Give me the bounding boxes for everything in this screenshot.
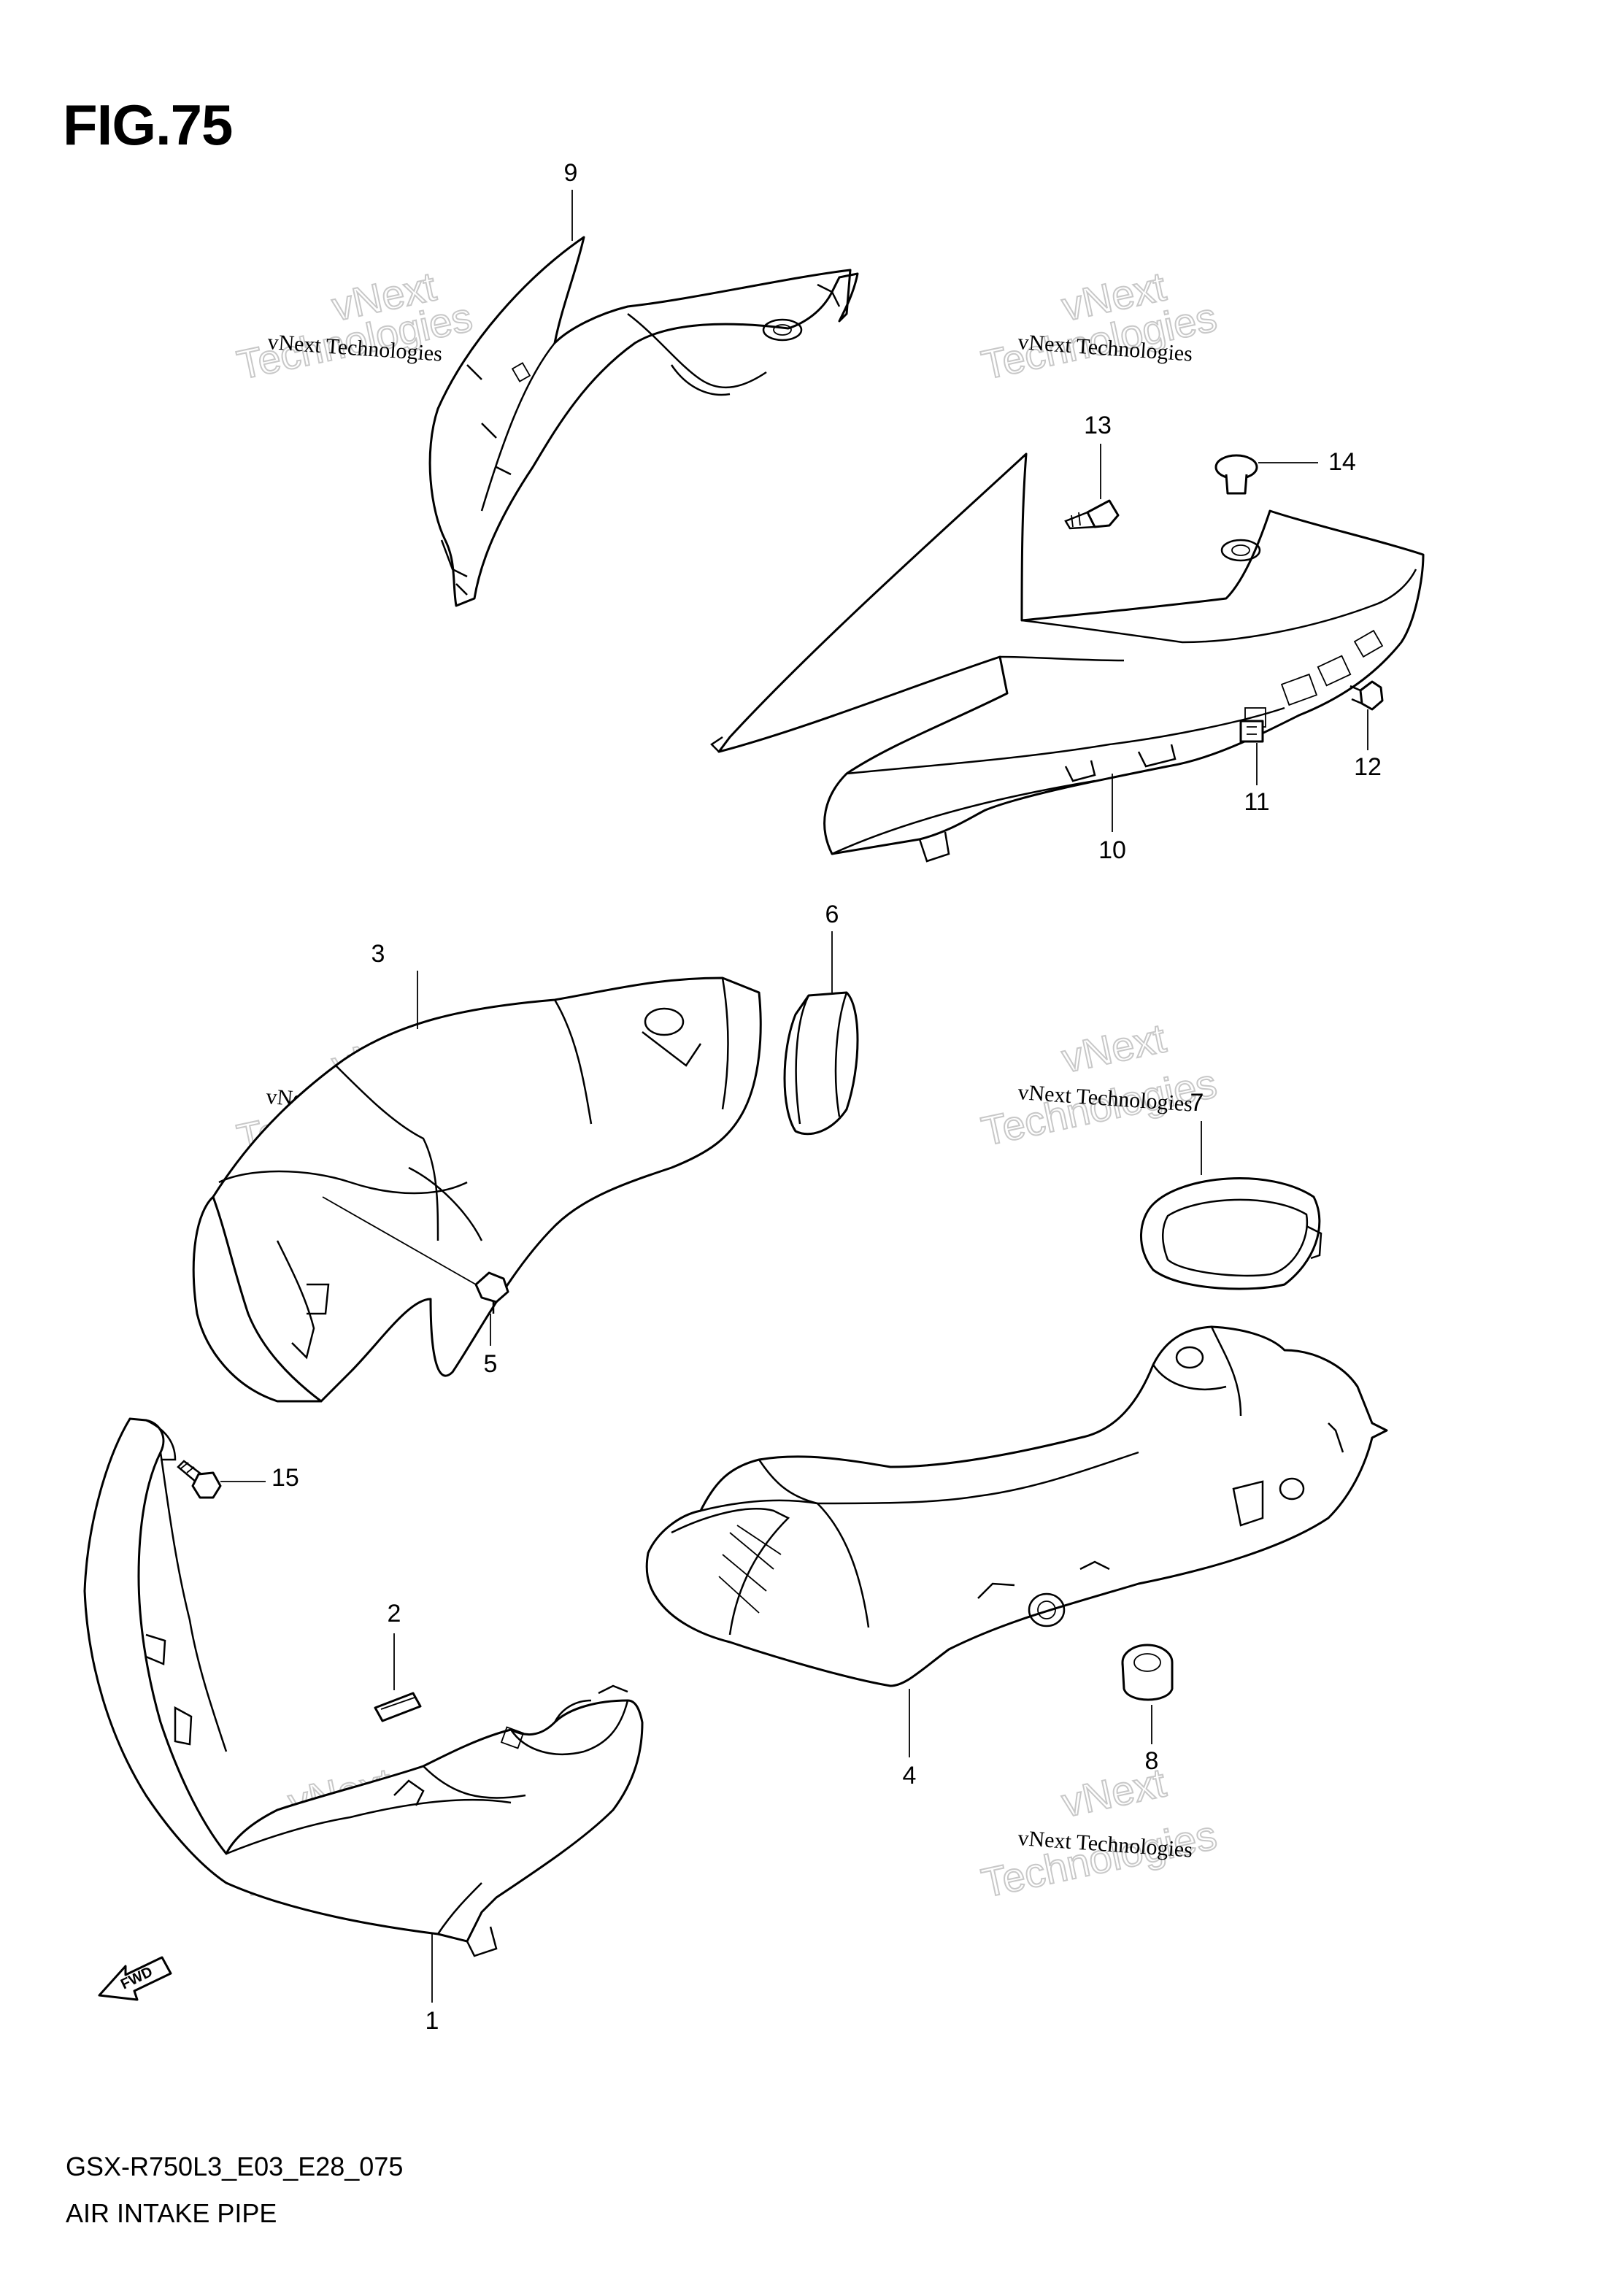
part-6-seal	[783, 991, 859, 1136]
model-code: GSX-R750L3_E03_E28_075	[66, 2151, 404, 2181]
callout-label-12: 12	[1354, 753, 1382, 781]
part-3-air-duct	[192, 976, 762, 1403]
part-4-air-intake-pipe	[645, 1325, 1388, 1687]
callout-label-1: 1	[426, 2007, 439, 2035]
callout-label-5: 5	[484, 1350, 498, 1378]
part-1-lower-cowl	[83, 1417, 644, 1957]
callout-label-14: 14	[1328, 448, 1356, 476]
part-12-clip	[1349, 680, 1384, 711]
part-5-clip	[474, 1271, 509, 1314]
watermark-top-right: vNext Technologies vNext Technologies	[977, 262, 1221, 388]
part-13-screw	[1064, 499, 1120, 530]
part-8-grommet	[1121, 1644, 1174, 1701]
part-10-side-cover	[710, 452, 1425, 863]
callout-label-15: 15	[272, 1464, 299, 1492]
section-name: AIR INTAKE PIPE	[66, 2198, 277, 2228]
callout-label-11: 11	[1244, 788, 1269, 816]
part-2-label	[374, 1692, 422, 1722]
callout-label-8: 8	[1145, 1747, 1159, 1775]
part-7-seal-ring	[1140, 1177, 1322, 1290]
part-15-screw	[177, 1460, 222, 1499]
part-9-inner-cover	[428, 236, 859, 607]
callout-label-13: 13	[1084, 412, 1112, 439]
fwd-direction-arrow: FWD	[98, 1956, 172, 2001]
leader-line-5-dash	[322, 1196, 477, 1285]
part-14-clip	[1214, 454, 1258, 495]
callout-label-4: 4	[903, 1762, 917, 1790]
watermark-bottom-right: vNext Technologies vNext Technologies	[977, 1758, 1221, 1906]
callout-label-2: 2	[388, 1600, 401, 1627]
callout-label-7: 7	[1190, 1089, 1204, 1117]
watermark-top-left: vNext Technologies vNext Technologies	[232, 262, 477, 388]
callout-label-3: 3	[371, 940, 385, 968]
part-11-grommet	[1239, 720, 1264, 743]
callout-label-9: 9	[564, 159, 578, 187]
callout-label-10: 10	[1098, 836, 1126, 864]
watermark-mid-right: vNext Technologies vNext Technologies	[977, 1014, 1221, 1155]
figure-title: FIG.75	[63, 93, 233, 157]
callout-label-6: 6	[825, 901, 839, 928]
